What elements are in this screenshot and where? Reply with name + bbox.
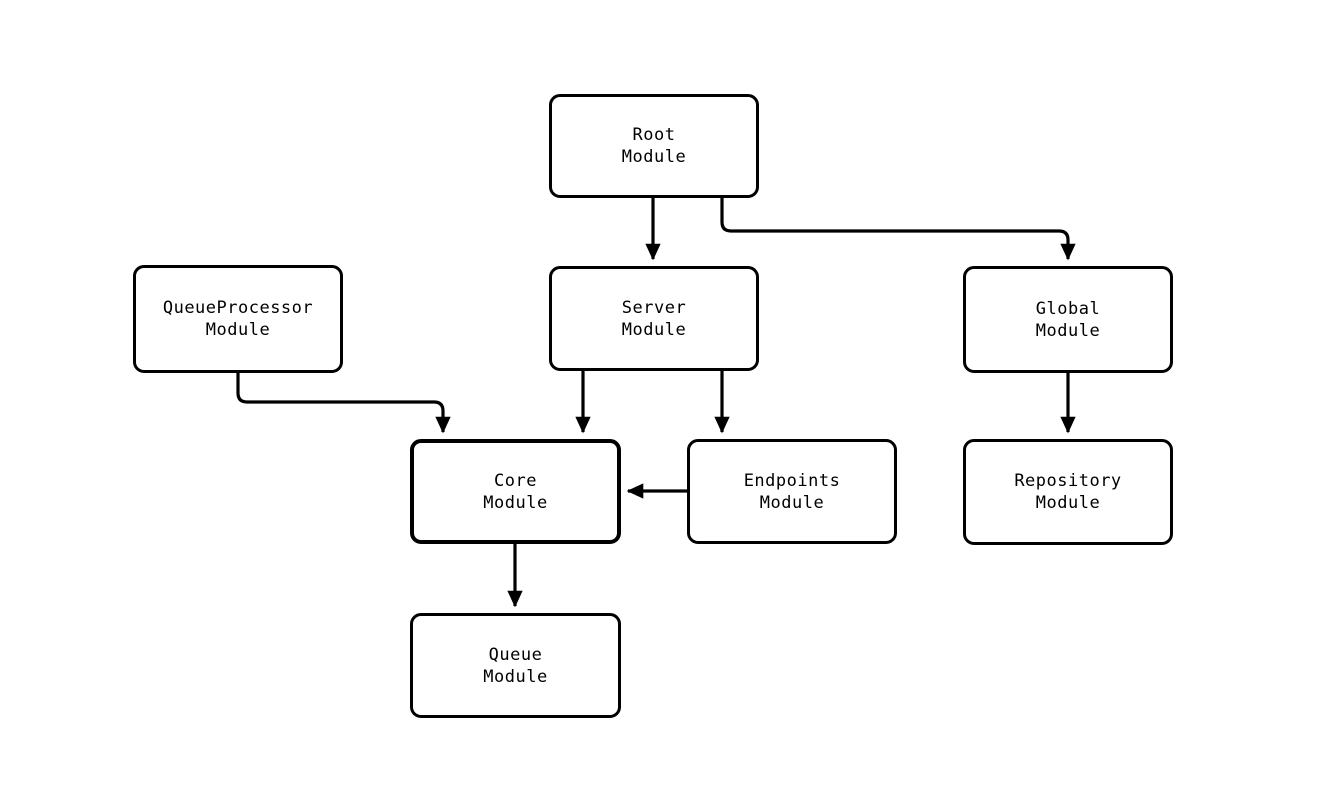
- node-server-label-line2: Module: [621, 319, 687, 340]
- node-repository-label-line1: Repository: [1014, 471, 1122, 491]
- node-repository-label-line2: Module: [1035, 493, 1101, 513]
- edge-queueprocessor-core: [236, 373, 451, 434]
- node-core[interactable]: Core Module: [410, 439, 621, 544]
- node-root[interactable]: Root Module: [549, 94, 759, 198]
- node-core-label-line1: Core: [494, 470, 537, 491]
- node-queue[interactable]: Queue Module: [410, 613, 621, 718]
- node-endpoints[interactable]: Endpoints Module: [687, 439, 897, 544]
- node-global-label-line1: Global: [1035, 298, 1101, 319]
- node-core-label-line2: Module: [483, 492, 548, 513]
- node-global-label-line2: Module: [1035, 320, 1101, 341]
- node-endpoints-label-line2: Module: [759, 492, 825, 513]
- node-root-label-line1: Root: [632, 125, 676, 145]
- node-global[interactable]: Global Module: [963, 266, 1173, 373]
- node-repository[interactable]: Repository Module: [963, 439, 1173, 545]
- node-server[interactable]: Server Module: [549, 266, 759, 371]
- node-server-label-line1: Server: [621, 297, 687, 318]
- edge-root-global: [720, 198, 1076, 261]
- node-queue-label-line1: Queue: [488, 644, 543, 665]
- node-queueprocessor[interactable]: QueueProcessor Module: [133, 265, 343, 373]
- node-queueprocessor-label-line2: Module: [205, 320, 271, 340]
- node-endpoints-label-line1: Endpoints: [743, 470, 841, 491]
- node-queue-label-line2: Module: [483, 666, 548, 687]
- node-root-label-line2: Module: [621, 147, 687, 167]
- node-queueprocessor-label-line1: QueueProcessor: [162, 298, 314, 318]
